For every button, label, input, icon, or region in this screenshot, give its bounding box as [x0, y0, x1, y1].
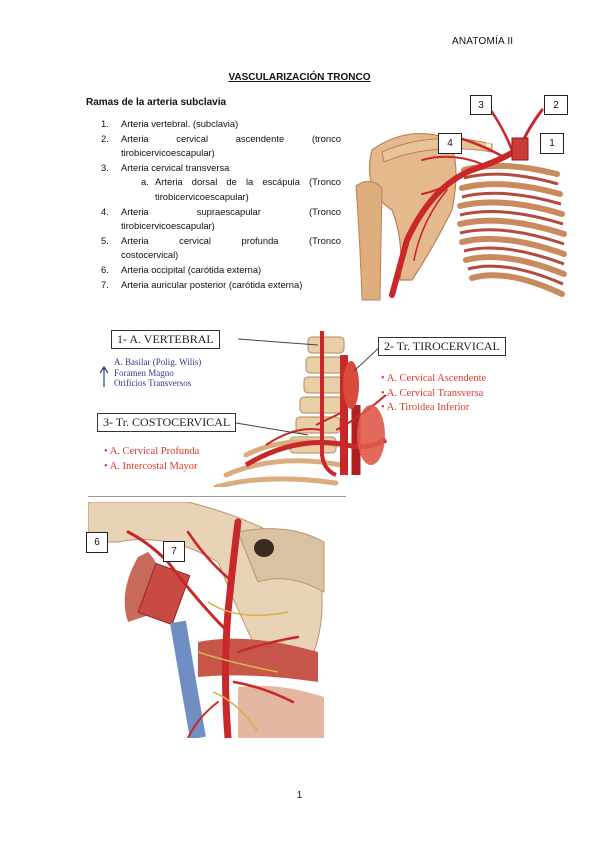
list-item: 7.Arteria auricular posterior (carótida …	[101, 278, 303, 290]
section-divider	[88, 496, 346, 497]
label-box-4: 4	[438, 133, 462, 154]
cervical-trunks-illustration	[86, 325, 516, 487]
costocervical-branches: • A. Cervical Profunda • A. Intercostal …	[104, 446, 200, 472]
list-item: 4.Arteria supraescapular (Tronco	[101, 205, 341, 217]
list-item-continuation: tirobicervicoescapular)	[121, 220, 215, 232]
tirocervical-branches: • A. Cervical Ascendente • A. Cervical T…	[381, 373, 487, 413]
neck-lateral-drawing	[88, 502, 332, 738]
occipital-auricular-illustration	[88, 502, 332, 738]
shoulder-artery-drawing	[355, 103, 567, 301]
sub-list-continuation: tirobicervicoescapular)	[155, 190, 249, 202]
subclavian-illustration	[352, 90, 570, 302]
list-item-continuation: costocervical)	[121, 249, 179, 261]
vertebral-notes: A. Basilar (Polig. Wilis) Foramen Magno …	[114, 357, 202, 388]
artery-list: 1.Arteria vertebral. (subclavia) 2.Arter…	[101, 117, 341, 292]
list-item: 1.Arteria vertebral. (subclavia)	[101, 118, 239, 129]
label-box-2: 2	[544, 95, 568, 115]
label-box-1: 1	[540, 133, 564, 154]
label-box-7: 7	[163, 541, 185, 562]
sub-list-item: a.Arteria dorsal de la escápula (Tronco	[141, 176, 341, 188]
list-item: 6.Arteria occipital (carótida externa)	[101, 263, 262, 275]
list-item: 5.Arteria cervical profunda (Tronco	[101, 234, 341, 246]
label-box-3: 3	[470, 95, 492, 115]
list-item: 2.Arteria cervical ascendente (tronco	[101, 132, 341, 144]
page-title: VASCULARIZACIÓN TRONCO	[228, 72, 371, 83]
cervical-spine-drawing	[99, 331, 388, 487]
page-number: 1	[296, 790, 303, 801]
list-item-continuation: tirobicervicoescapular)	[121, 147, 215, 159]
tirocervical-label-box: 2- Tr. TIROCERVICAL	[378, 337, 506, 356]
label-box-6: 6	[86, 532, 108, 553]
list-item: 3.Arteria cervical transversa	[101, 161, 230, 173]
section-title: Ramas de la arteria subclavia	[86, 97, 227, 108]
course-header: ANATOMÍA II	[452, 36, 514, 47]
costocervical-label-box: 3- Tr. COSTOCERVICAL	[97, 413, 237, 432]
label-a: a	[486, 139, 492, 149]
vertebral-label-box: 1- A. VERTEBRAL	[111, 330, 220, 349]
